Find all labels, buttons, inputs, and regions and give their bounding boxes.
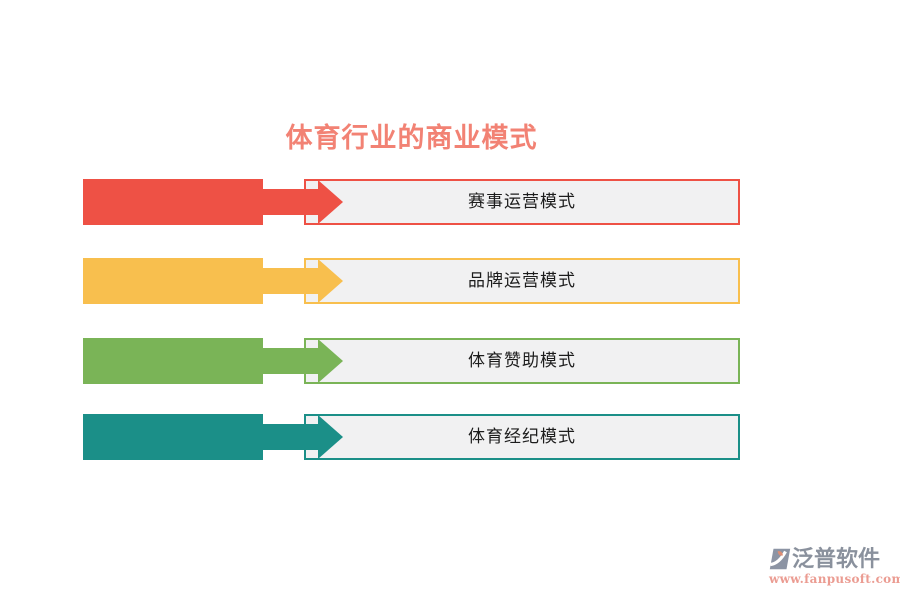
label-box: 体育经纪模式 [304,414,740,460]
label-box: 赛事运营模式 [304,179,740,225]
right-arrow-head-icon [318,180,343,224]
model-label: 品牌运营模式 [468,270,576,291]
brand-url: www.fanpusoft.com [769,572,900,586]
brand-row: 泛普软件 [769,548,891,570]
color-bar [83,414,263,460]
model-row-event-operation: 赛事运营模式 [0,179,900,225]
model-row-brokerage: 体育经纪模式 [0,414,900,460]
page-title: 体育行业的商业模式 [285,123,538,154]
label-box: 品牌运营模式 [304,258,740,304]
brand-footer: 泛普软件 www.fanpusoft.com [769,548,900,586]
brand-name: 泛普软件 [792,546,881,572]
color-bar [83,338,263,384]
right-arrow-head-icon [318,339,343,383]
model-label: 赛事运营模式 [468,191,576,212]
fanpu-logo-icon [769,548,791,570]
color-bar [83,179,263,225]
right-arrow-icon [262,189,320,215]
model-label: 体育赞助模式 [468,350,576,371]
label-box: 体育赞助模式 [304,338,740,384]
model-row-brand-operation: 品牌运营模式 [0,258,900,304]
color-bar [83,258,263,304]
model-row-sponsorship: 体育赞助模式 [0,338,900,384]
right-arrow-head-icon [318,415,343,459]
model-label: 体育经纪模式 [468,426,576,447]
right-arrow-icon [262,348,320,374]
right-arrow-icon [262,268,320,294]
right-arrow-head-icon [318,259,343,303]
right-arrow-icon [262,424,320,450]
